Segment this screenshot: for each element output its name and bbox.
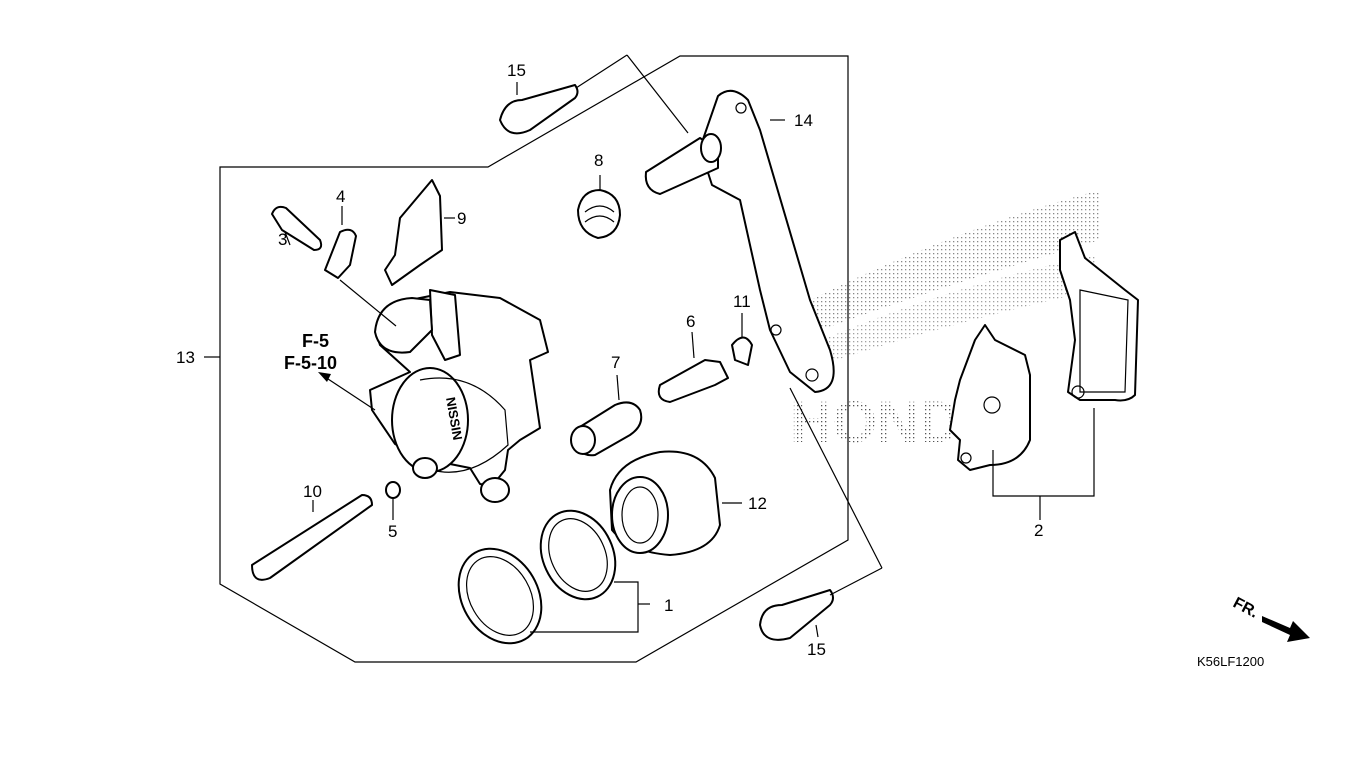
callout-15-bottom: 15: [807, 640, 826, 659]
callout-7: 7: [611, 353, 620, 372]
callout-5: 5: [388, 522, 397, 541]
callout-15-top: 15: [507, 61, 526, 80]
section-references: F-5 F-5-10: [284, 331, 337, 373]
callout-12: 12: [748, 494, 767, 513]
bleeder-cap: [324, 228, 357, 279]
callout-6: 6: [686, 312, 695, 331]
boot-8: [577, 189, 621, 239]
reference-f5: F-5: [302, 331, 329, 351]
diagram-code: K56LF1200: [1197, 654, 1264, 669]
pin-7: [570, 401, 643, 457]
clip-9: [384, 179, 443, 286]
leader-lines: [204, 54, 1095, 638]
pin-6: [657, 359, 729, 403]
callout-labels: 1 2 3 4 5 6 7 8 9 10 11 12 13 14 15 15: [176, 61, 1043, 659]
pin-bolt-10: [251, 494, 373, 581]
callout-9: 9: [457, 209, 466, 228]
callout-14: 14: [794, 111, 813, 130]
direction-arrow-icon: [1262, 616, 1310, 642]
caliper-emboss-text: NISSIN: [443, 396, 465, 441]
spring-11: [731, 336, 753, 366]
callout-8: 8: [594, 151, 603, 170]
caliper-bracket: [644, 89, 835, 393]
honda-watermark: HONDA: [790, 190, 1100, 455]
bolt-15-bottom: [759, 589, 834, 641]
callout-4: 4: [336, 187, 345, 206]
piston-seals: [457, 509, 617, 645]
callout-11: 11: [733, 292, 751, 311]
callout-1: 1: [664, 596, 673, 615]
callout-10: 10: [303, 482, 322, 501]
front-direction-indicator: FR.: [1230, 595, 1310, 642]
caliper-body: NISSIN: [369, 289, 549, 503]
callout-3: 3: [278, 230, 287, 249]
washer-5: [385, 481, 401, 499]
brake-pad-inner: [949, 324, 1031, 471]
direction-label: FR.: [1230, 595, 1261, 622]
callout-13: 13: [176, 348, 195, 367]
bolt-15-top: [499, 84, 579, 135]
callout-2: 2: [1034, 521, 1043, 540]
assembly-boundary: [219, 55, 849, 663]
bleed-screw: [271, 205, 323, 251]
piston: [609, 450, 721, 556]
reference-f5-10: F-5-10: [284, 353, 337, 373]
brake-pad-outer: [1059, 231, 1139, 402]
